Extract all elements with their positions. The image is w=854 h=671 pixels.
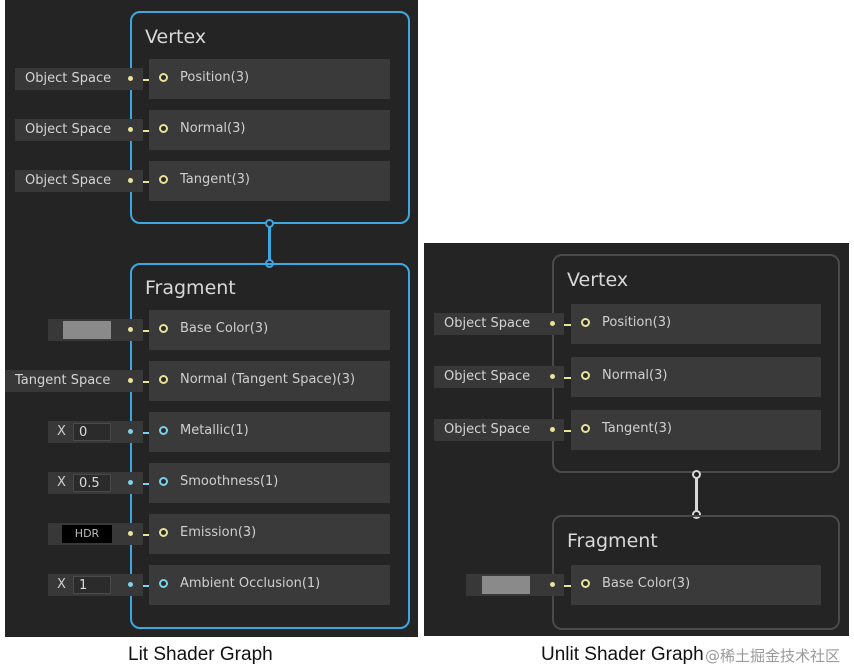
lit-basecolor-input[interactable] xyxy=(48,319,143,341)
input-port-dot xyxy=(128,429,133,434)
tangent-port-icon[interactable] xyxy=(581,424,590,433)
input-port-dot xyxy=(550,321,555,326)
lit-smoothness-input[interactable]: X 0.5 xyxy=(48,472,143,494)
unlit-vertex-title: Vertex xyxy=(567,269,629,291)
position-port-icon[interactable] xyxy=(159,73,168,82)
input-port-dot xyxy=(128,480,133,485)
x-label: X xyxy=(57,475,66,490)
color-swatch[interactable] xyxy=(482,576,530,594)
connector-node-icon[interactable] xyxy=(692,510,701,519)
unlit-vertex-fragment-connector xyxy=(695,474,698,514)
lit-normalts-input[interactable]: Tangent Space xyxy=(5,370,143,392)
basecolor-port-icon[interactable] xyxy=(581,579,590,588)
slot-label: Metallic(1) xyxy=(180,423,249,438)
metallic-port-icon[interactable] xyxy=(159,426,168,435)
normal-ts-port-icon[interactable] xyxy=(159,375,168,384)
space-label: Object Space xyxy=(444,422,531,437)
slot-label: Tangent(3) xyxy=(602,421,672,436)
lit-slot-ambient-occlusion[interactable]: Ambient Occlusion(1) xyxy=(149,565,390,605)
x-label: X xyxy=(57,424,66,439)
connector-node-icon[interactable] xyxy=(692,470,701,479)
watermark: @稀土掘金技术社区 xyxy=(705,647,841,665)
space-label: Object Space xyxy=(444,316,531,331)
lit-position-input[interactable]: Object Space xyxy=(15,68,143,90)
slot-label: Base Color(3) xyxy=(180,321,269,336)
value-text: 0.5 xyxy=(79,476,100,491)
input-port-dot xyxy=(128,327,133,332)
lit-slot-basecolor[interactable]: Base Color(3) xyxy=(149,310,390,350)
lit-vertex-title: Vertex xyxy=(145,26,207,48)
input-port-dot xyxy=(128,378,133,383)
lit-fragment-title: Fragment xyxy=(145,277,236,299)
position-port-icon[interactable] xyxy=(581,318,590,327)
lit-metallic-input[interactable]: X 0 xyxy=(48,421,143,443)
lit-fragment-block[interactable] xyxy=(130,263,410,629)
color-swatch[interactable] xyxy=(63,321,111,339)
slot-label: Position(3) xyxy=(602,315,672,330)
emission-port-icon[interactable] xyxy=(159,528,168,537)
unlit-caption: Unlit Shader Graph xyxy=(541,644,704,665)
lit-emission-input[interactable]: HDR xyxy=(48,523,143,545)
input-port-dot xyxy=(550,374,555,379)
lit-ao-input[interactable]: X 1 xyxy=(48,574,143,596)
lit-normal-input[interactable]: Object Space xyxy=(15,119,143,141)
slot-label: Normal (Tangent Space)(3) xyxy=(180,372,356,387)
lit-slot-tangent[interactable]: Tangent(3) xyxy=(149,161,390,201)
value-text: 0 xyxy=(79,425,88,440)
slot-label: Ambient Occlusion(1) xyxy=(180,576,321,591)
slot-label: Smoothness(1) xyxy=(180,474,279,489)
space-label: Object Space xyxy=(25,173,112,188)
unlit-fragment-title: Fragment xyxy=(567,530,658,552)
slot-label: Emission(3) xyxy=(180,525,257,540)
unlit-slot-basecolor[interactable]: Base Color(3) xyxy=(571,565,821,605)
value-text: 1 xyxy=(79,578,88,593)
space-label: Object Space xyxy=(25,71,112,86)
slot-label: Base Color(3) xyxy=(602,576,691,591)
normal-port-icon[interactable] xyxy=(581,371,590,380)
ao-port-icon[interactable] xyxy=(159,579,168,588)
unlit-basecolor-input[interactable] xyxy=(466,574,564,596)
basecolor-port-icon[interactable] xyxy=(159,324,168,333)
input-port-dot xyxy=(128,76,133,81)
normal-port-icon[interactable] xyxy=(159,124,168,133)
slot-label: Tangent(3) xyxy=(180,172,250,187)
unlit-normal-input[interactable]: Object Space xyxy=(434,366,564,388)
unlit-slot-tangent[interactable]: Tangent(3) xyxy=(571,410,821,450)
unlit-position-input[interactable]: Object Space xyxy=(434,313,564,335)
input-port-dot xyxy=(128,582,133,587)
lit-vertex-fragment-connector xyxy=(268,223,271,263)
metallic-value-field[interactable]: 0 xyxy=(73,423,111,441)
input-port-dot xyxy=(128,178,133,183)
slot-label: Normal(3) xyxy=(602,368,668,383)
lit-slot-normal-ts[interactable]: Normal (Tangent Space)(3) xyxy=(149,361,390,401)
unlit-tangent-input[interactable]: Object Space xyxy=(434,419,564,441)
space-label: Object Space xyxy=(25,122,112,137)
unlit-slot-normal[interactable]: Normal(3) xyxy=(571,357,821,397)
space-label: Object Space xyxy=(444,369,531,384)
lit-caption: Lit Shader Graph xyxy=(128,644,273,665)
slot-label: Normal(3) xyxy=(180,121,246,136)
lit-slot-metallic[interactable]: Metallic(1) xyxy=(149,412,390,452)
tangent-port-icon[interactable] xyxy=(159,175,168,184)
ao-value-field[interactable]: 1 xyxy=(73,576,111,594)
smoothness-value-field[interactable]: 0.5 xyxy=(73,474,111,492)
x-label: X xyxy=(57,577,66,592)
input-port-dot xyxy=(128,531,133,536)
hdr-color-swatch[interactable]: HDR xyxy=(62,525,112,543)
input-port-dot xyxy=(550,427,555,432)
input-port-dot xyxy=(128,127,133,132)
unlit-fragment-block[interactable] xyxy=(552,515,840,630)
lit-slot-position[interactable]: Position(3) xyxy=(149,59,390,99)
lit-slot-normal[interactable]: Normal(3) xyxy=(149,110,390,150)
input-port-dot xyxy=(550,582,555,587)
lit-slot-emission[interactable]: Emission(3) xyxy=(149,514,390,554)
unlit-slot-position[interactable]: Position(3) xyxy=(571,304,821,344)
lit-slot-smoothness[interactable]: Smoothness(1) xyxy=(149,463,390,503)
slot-label: Position(3) xyxy=(180,70,250,85)
lit-tangent-input[interactable]: Object Space xyxy=(15,170,143,192)
space-label: Tangent Space xyxy=(15,373,111,388)
connector-node-icon[interactable] xyxy=(265,219,274,228)
smoothness-port-icon[interactable] xyxy=(159,477,168,486)
